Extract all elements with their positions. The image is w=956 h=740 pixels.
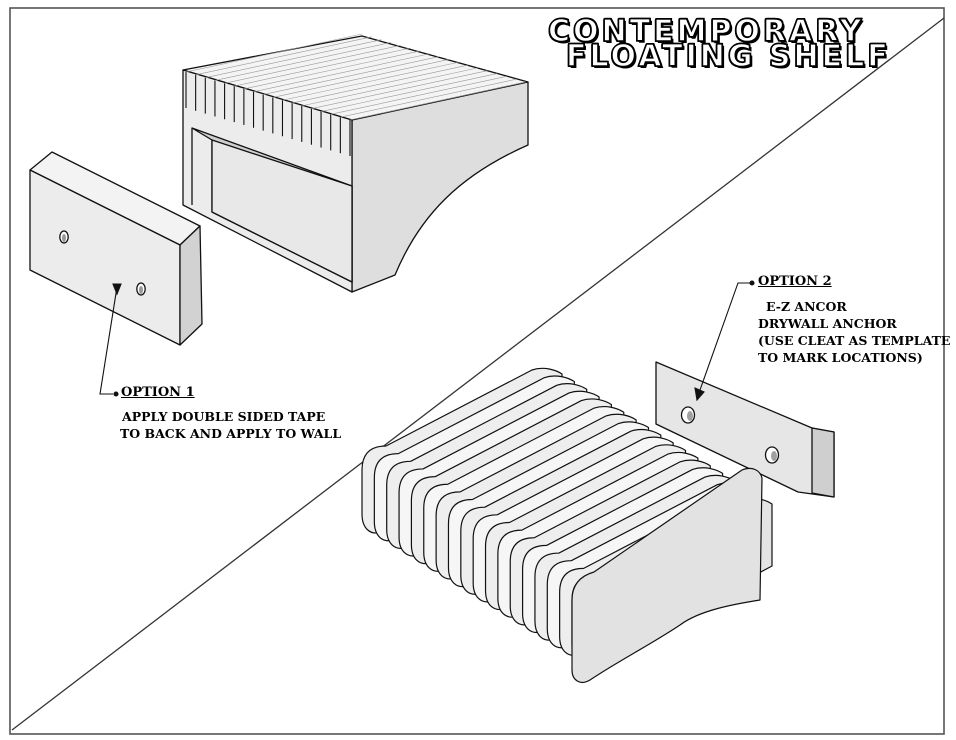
fin-top-edge bbox=[253, 53, 430, 93]
fin-top-edge bbox=[301, 67, 478, 107]
option-2-line: (USE CLEAT AS TEMPLATE bbox=[758, 333, 951, 348]
fin-top-edge bbox=[340, 78, 517, 118]
shelf-rear-view bbox=[182, 35, 529, 293]
fin-top-edge bbox=[185, 33, 363, 73]
fin-top-edge bbox=[243, 50, 420, 90]
shelf-end-panel bbox=[571, 467, 763, 683]
fin-top-edge bbox=[272, 59, 449, 98]
option-1-heading: OPTION 1 bbox=[121, 385, 195, 400]
diagonal-divider bbox=[11, 17, 945, 731]
fin-top-edge bbox=[234, 47, 411, 87]
fin-top-edge bbox=[292, 64, 469, 104]
fin-top-edge bbox=[311, 70, 488, 109]
sheet-border bbox=[9, 7, 945, 735]
option-2-line: E-Z ANCOR bbox=[766, 299, 847, 314]
leader-lines bbox=[99, 280, 755, 402]
fin-top-edge bbox=[195, 36, 372, 76]
option-1-line: APPLY DOUBLE SIDED TAPE bbox=[122, 409, 326, 424]
fin-top-edge bbox=[263, 56, 440, 95]
fin-top-edge bbox=[349, 81, 527, 121]
cleat-option-1 bbox=[29, 151, 203, 346]
fin-top-edge bbox=[330, 76, 507, 115]
fin-top-edge bbox=[214, 42, 392, 81]
title-line-2: FLOATING SHELF bbox=[565, 39, 891, 74]
option-1-text: APPLY DOUBLE SIDED TAPE TO BACK AND APPL… bbox=[120, 408, 342, 442]
option-2-line: DRYWALL ANCHOR bbox=[758, 316, 897, 331]
shelf-front-fins bbox=[361, 367, 773, 683]
fin-top-edge bbox=[320, 73, 498, 112]
fin-top-edge bbox=[282, 61, 459, 101]
option-2-text: E-Z ANCOR DRYWALL ANCHOR (USE CLEAT AS T… bbox=[758, 298, 950, 366]
title-line-1: CONTEMPORARY bbox=[547, 14, 865, 49]
fin-top-edge bbox=[205, 39, 382, 78]
option-2-line: TO MARK LOCATIONS) bbox=[758, 350, 923, 365]
option-1-line: TO BACK AND APPLY TO WALL bbox=[120, 426, 342, 441]
fin-top-edge bbox=[224, 45, 401, 84]
option-2-heading: OPTION 2 bbox=[758, 274, 832, 289]
shelf-rear-fins bbox=[185, 33, 527, 156]
